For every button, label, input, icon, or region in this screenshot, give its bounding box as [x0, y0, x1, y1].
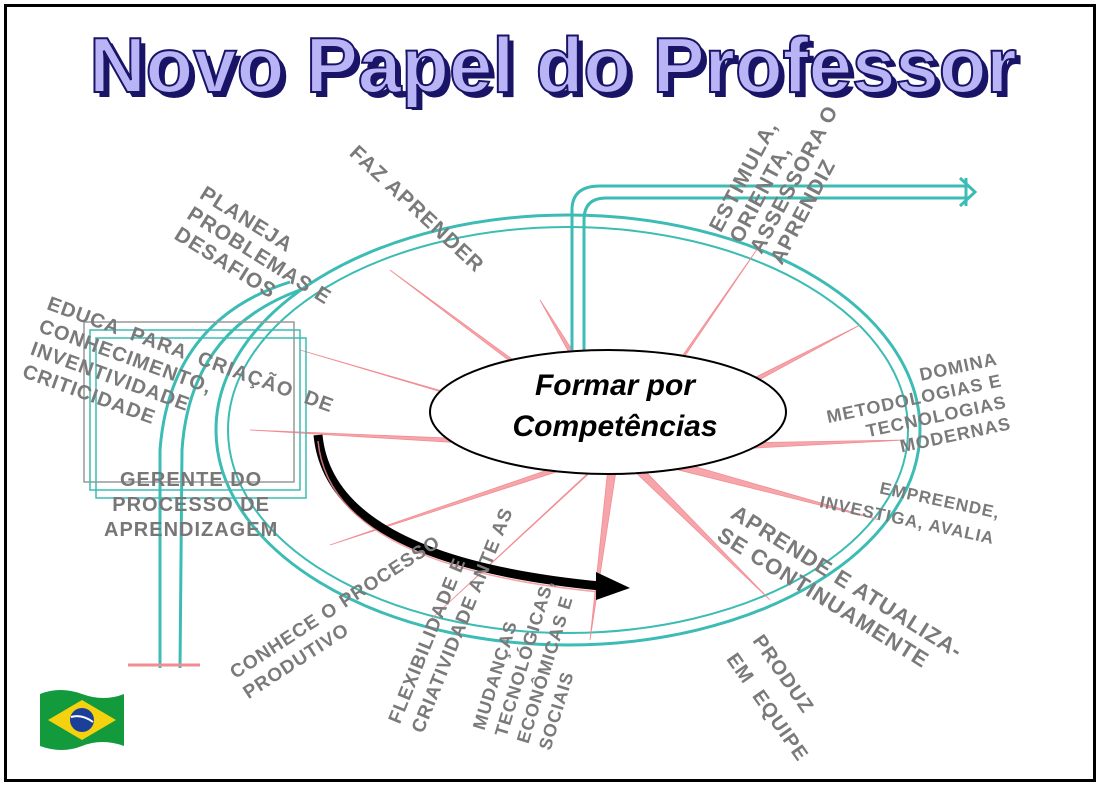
outer-track-inner: [227, 226, 909, 634]
label-gerente: GERENTE DO PROCESSO DE APRENDIZAGEM: [104, 469, 279, 541]
center-line1: Formar por: [535, 369, 697, 402]
curved-arrow: [313, 434, 601, 591]
curved-arrow-head: [596, 572, 630, 600]
outer-track-outer: [214, 213, 922, 647]
page-title: Novo Papel do Professor: [89, 21, 1017, 109]
top-pipe: [570, 176, 978, 350]
left-rectangles: [83, 321, 307, 499]
left-pipe: [128, 280, 301, 669]
title-shadow: Novo Papel do Professor: [94, 26, 1022, 110]
brazil-flag-icon: [40, 690, 124, 750]
center-ellipse: [429, 349, 787, 475]
center-line2: Competências: [512, 410, 717, 443]
title-graphic: Novo Papel do Professor Novo Papel do Pr…: [88, 20, 1022, 110]
